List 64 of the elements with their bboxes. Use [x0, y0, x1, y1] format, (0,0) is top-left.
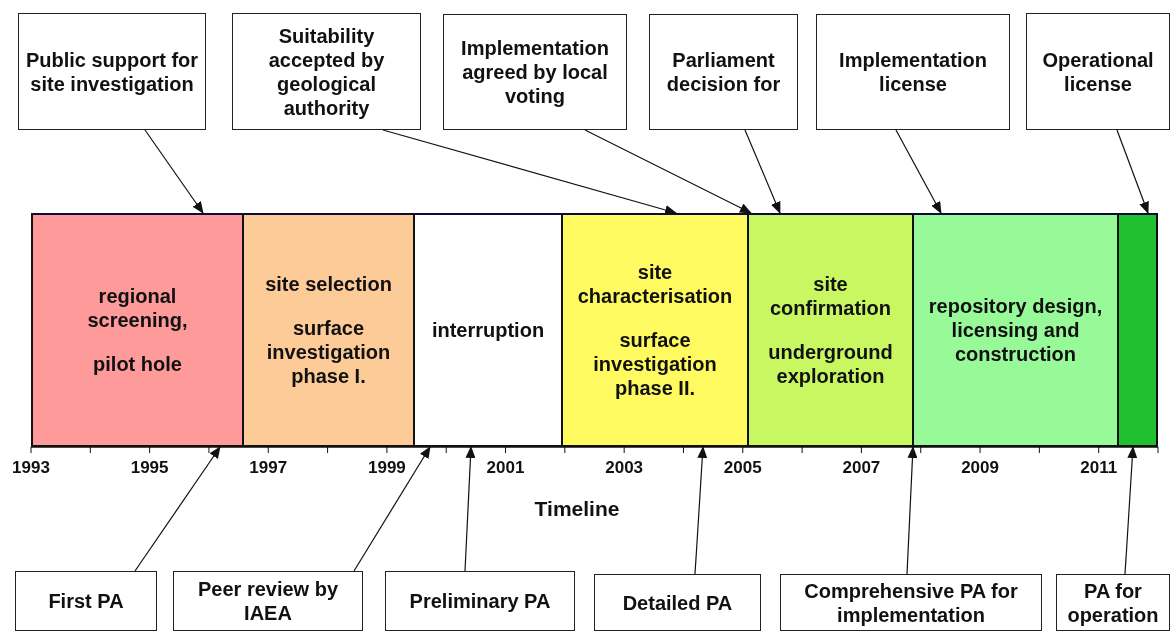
arrow [353, 446, 431, 572]
node-text: pilot hole [93, 352, 182, 376]
phase-band [415, 213, 563, 447]
phase-band [749, 213, 914, 447]
arrow [906, 446, 918, 575]
node-text: Detailed PA [622, 590, 733, 615]
phase-band [244, 213, 415, 447]
arrow [694, 446, 708, 575]
year-label: 1997 [249, 458, 288, 478]
axis-title: Timeline [534, 497, 620, 521]
node-text: surface investigation phase I. [265, 316, 392, 388]
year-label: 1995 [130, 458, 169, 478]
year-label: 2009 [961, 458, 999, 478]
node-text: Implementation license [838, 48, 988, 96]
milestone-box [18, 13, 206, 130]
node-text: site selection [265, 272, 392, 296]
year-label: 2005 [723, 458, 762, 478]
phase-band [563, 213, 749, 447]
milestone-box [232, 13, 421, 130]
milestone-box [780, 574, 1042, 631]
node-text: Operational license [1041, 47, 1155, 96]
node-text: Preliminary PA [409, 589, 551, 613]
arrow [895, 129, 942, 214]
arrow [584, 129, 752, 214]
node-text: underground exploration [767, 340, 894, 388]
phase-bar [1119, 213, 1158, 447]
year-label: 2011 [1080, 458, 1118, 478]
arrow [744, 129, 781, 214]
milestone-box [816, 14, 1010, 130]
year-label: 1993 [12, 458, 50, 478]
phase-band [914, 213, 1119, 447]
node-text: site characterisation [577, 260, 733, 308]
node-text: Public support for site investigation [24, 47, 200, 96]
node-text: Comprehensive PA for implementation [803, 578, 1019, 627]
node-text: Parliament decision for [665, 48, 782, 96]
node-text: regional screening, [86, 284, 189, 332]
node-text: Implementation agreed by local voting [460, 36, 610, 108]
arrow [1116, 129, 1149, 214]
milestone-box [385, 571, 575, 631]
phase-band [31, 213, 244, 447]
milestone-box [443, 14, 627, 130]
milestone-box [594, 574, 761, 631]
year-label: 2007 [842, 458, 881, 478]
milestone-box [15, 571, 157, 631]
milestone-box [173, 571, 363, 631]
node-text: First PA [48, 589, 124, 613]
year-label: 2003 [605, 458, 644, 478]
node-text: PA for operation [1066, 578, 1160, 627]
node-text: repository design, licensing and construction [928, 294, 1103, 366]
node-text: surface investigation phase II. [592, 328, 718, 400]
arrow [464, 446, 476, 572]
milestone-box [1056, 574, 1170, 631]
arrow [134, 446, 221, 572]
node-text: Suitability accepted by geological authority [267, 23, 386, 120]
year-label: 2001 [486, 458, 525, 478]
arrow [382, 129, 677, 215]
node-text: Peer review by IAEA [196, 577, 340, 625]
arrow [144, 129, 204, 214]
node-text: interruption [431, 318, 545, 342]
node-text: site confirmation [768, 272, 893, 320]
milestone-box [649, 14, 798, 130]
milestone-box [1026, 13, 1170, 130]
arrow [1124, 446, 1138, 575]
year-label: 1999 [368, 458, 406, 478]
